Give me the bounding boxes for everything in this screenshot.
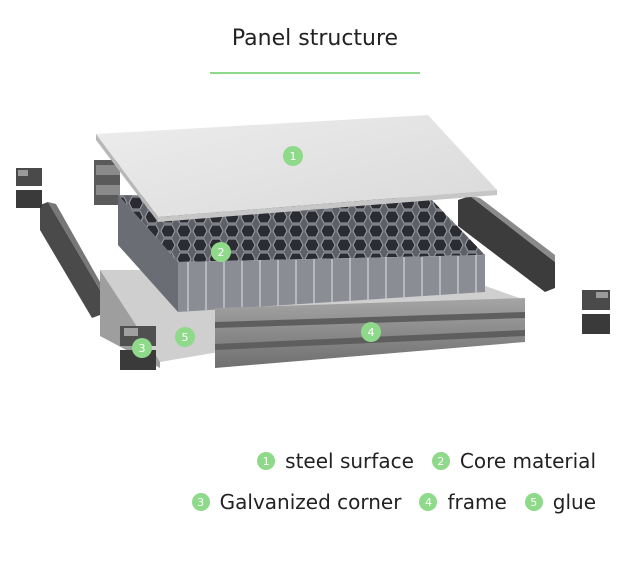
legend-label: Core material bbox=[459, 449, 596, 473]
legend-row-2: 3 Galvanized corner 4 frame 5 glue bbox=[191, 490, 596, 514]
page-title: Panel structure bbox=[231, 26, 399, 51]
marker-2: 2 bbox=[211, 242, 231, 262]
legend-row-1: 1 steel surface 2 Core material bbox=[257, 449, 596, 473]
svg-text:3: 3 bbox=[139, 342, 146, 355]
title-underline bbox=[210, 72, 420, 74]
left-frame-bar bbox=[40, 202, 100, 318]
corner-piece-top-left bbox=[16, 168, 42, 208]
legend-label: steel surface bbox=[285, 449, 414, 473]
marker-5: 5 bbox=[175, 327, 195, 347]
marker-3: 3 bbox=[132, 338, 152, 358]
legend-label: frame bbox=[447, 490, 507, 514]
legend-item-steel-surface: 1 steel surface bbox=[257, 449, 414, 473]
svg-text:2: 2 bbox=[218, 246, 225, 259]
legend-item-frame: 4 frame bbox=[419, 490, 507, 514]
legend-number-badge: 2 bbox=[431, 452, 450, 470]
legend-item-glue: 5 glue bbox=[524, 490, 596, 514]
legend-label: glue bbox=[552, 490, 596, 514]
legend-number-badge: 1 bbox=[257, 452, 276, 470]
legend-label: Galvanized corner bbox=[219, 490, 402, 514]
marker-1: 1 bbox=[283, 146, 303, 166]
marker-4: 4 bbox=[361, 322, 381, 342]
svg-text:1: 1 bbox=[290, 150, 297, 163]
svg-text:5: 5 bbox=[182, 331, 189, 344]
legend-item-core-material: 2 Core material bbox=[431, 449, 596, 473]
legend-number-badge: 5 bbox=[524, 493, 543, 511]
back-frame bbox=[94, 160, 120, 205]
legend-number-badge: 4 bbox=[419, 493, 438, 511]
svg-text:4: 4 bbox=[368, 326, 375, 339]
right-frame-bar bbox=[458, 196, 555, 292]
legend-number-badge: 3 bbox=[191, 493, 210, 511]
corner-piece-right bbox=[582, 290, 610, 334]
legend-item-galvanized-corner: 3 Galvanized corner bbox=[191, 490, 402, 514]
top-steel-surface bbox=[96, 115, 497, 222]
